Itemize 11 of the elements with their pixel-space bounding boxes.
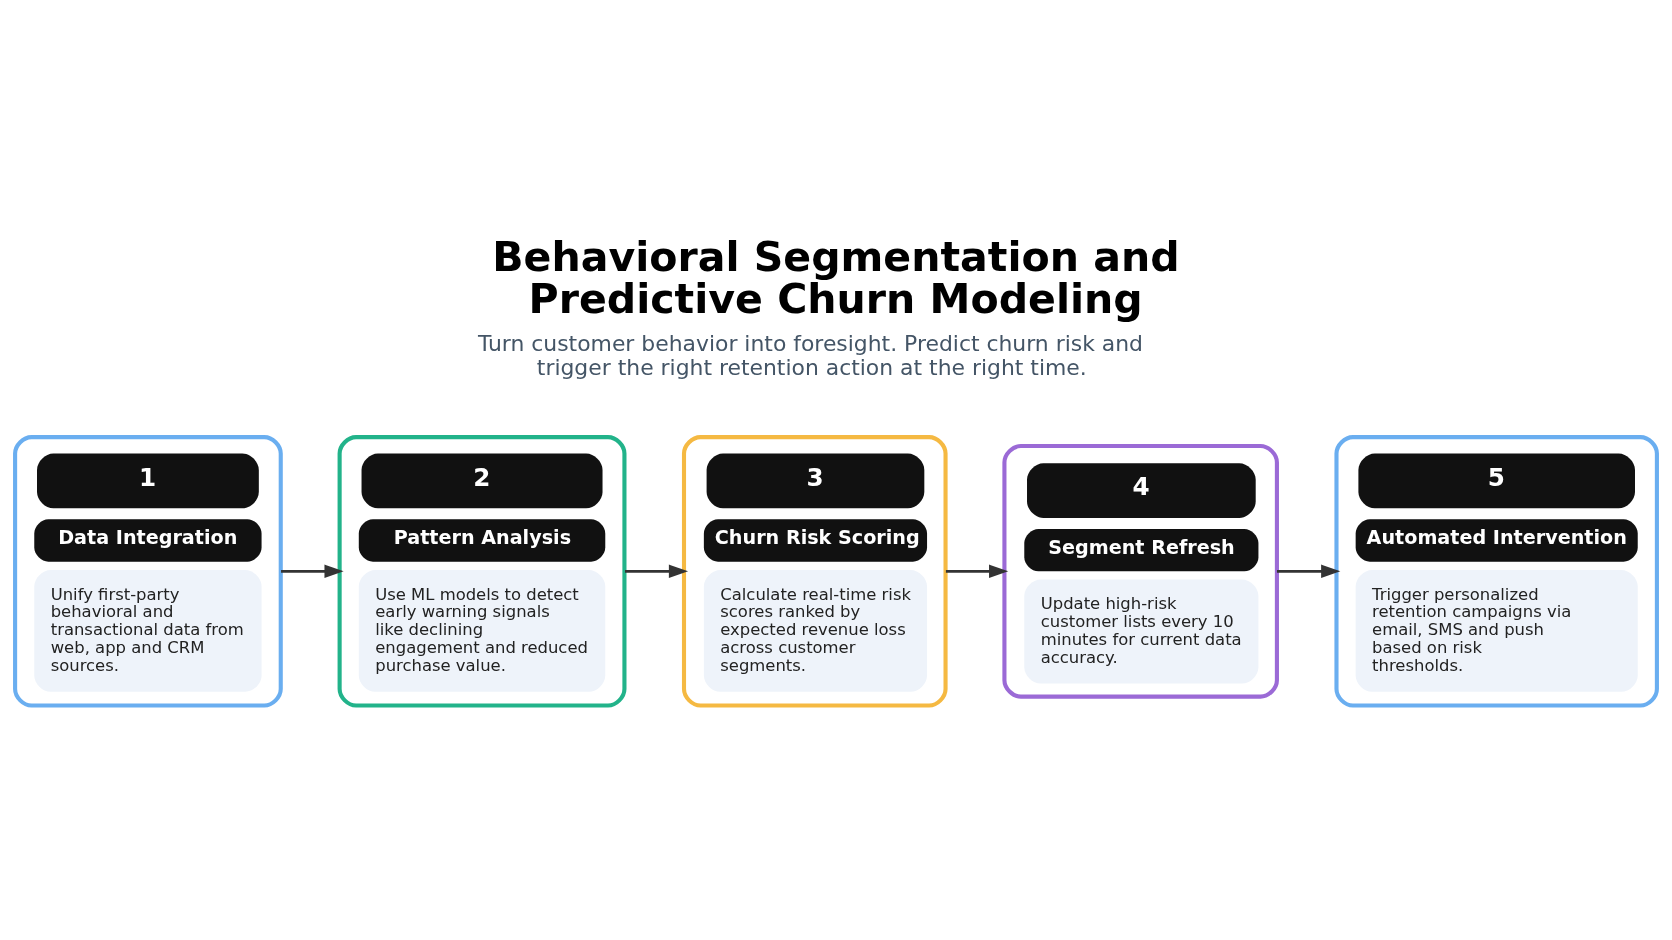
arrow [625,564,689,579]
node-box: 1 Data Integration Unify first-party behavioral and transactional data from web, app and CRM sources. [13,435,283,708]
node-box: 4 Segment Refresh Update high-risk customer lists every 10 minutes for current data accuracy. [1002,444,1279,699]
diagram-title: Behavioral Segmentation and Predictive Churn Modeling [492,233,1180,323]
node-box: 5 Automated Intervention Trigger personalized retention campaigns via email, SMS and push based on risk thresholds. [1334,435,1659,708]
arrow [1276,564,1341,579]
node-box: 3 Churn Risk Scoring Calculate real-time risk scores ranked by expected revenue loss across customer segments. [681,435,948,708]
arrow [281,564,344,579]
label: Turn customer behavior into foresight. Predict churn risk and trigger the right retention action at the right time. [477,330,1143,381]
node-box: 2 Pattern Analysis Use ML models to detect early warning signals like declining engagement and reduced purchase value. [337,435,627,708]
arrow [945,564,1009,579]
